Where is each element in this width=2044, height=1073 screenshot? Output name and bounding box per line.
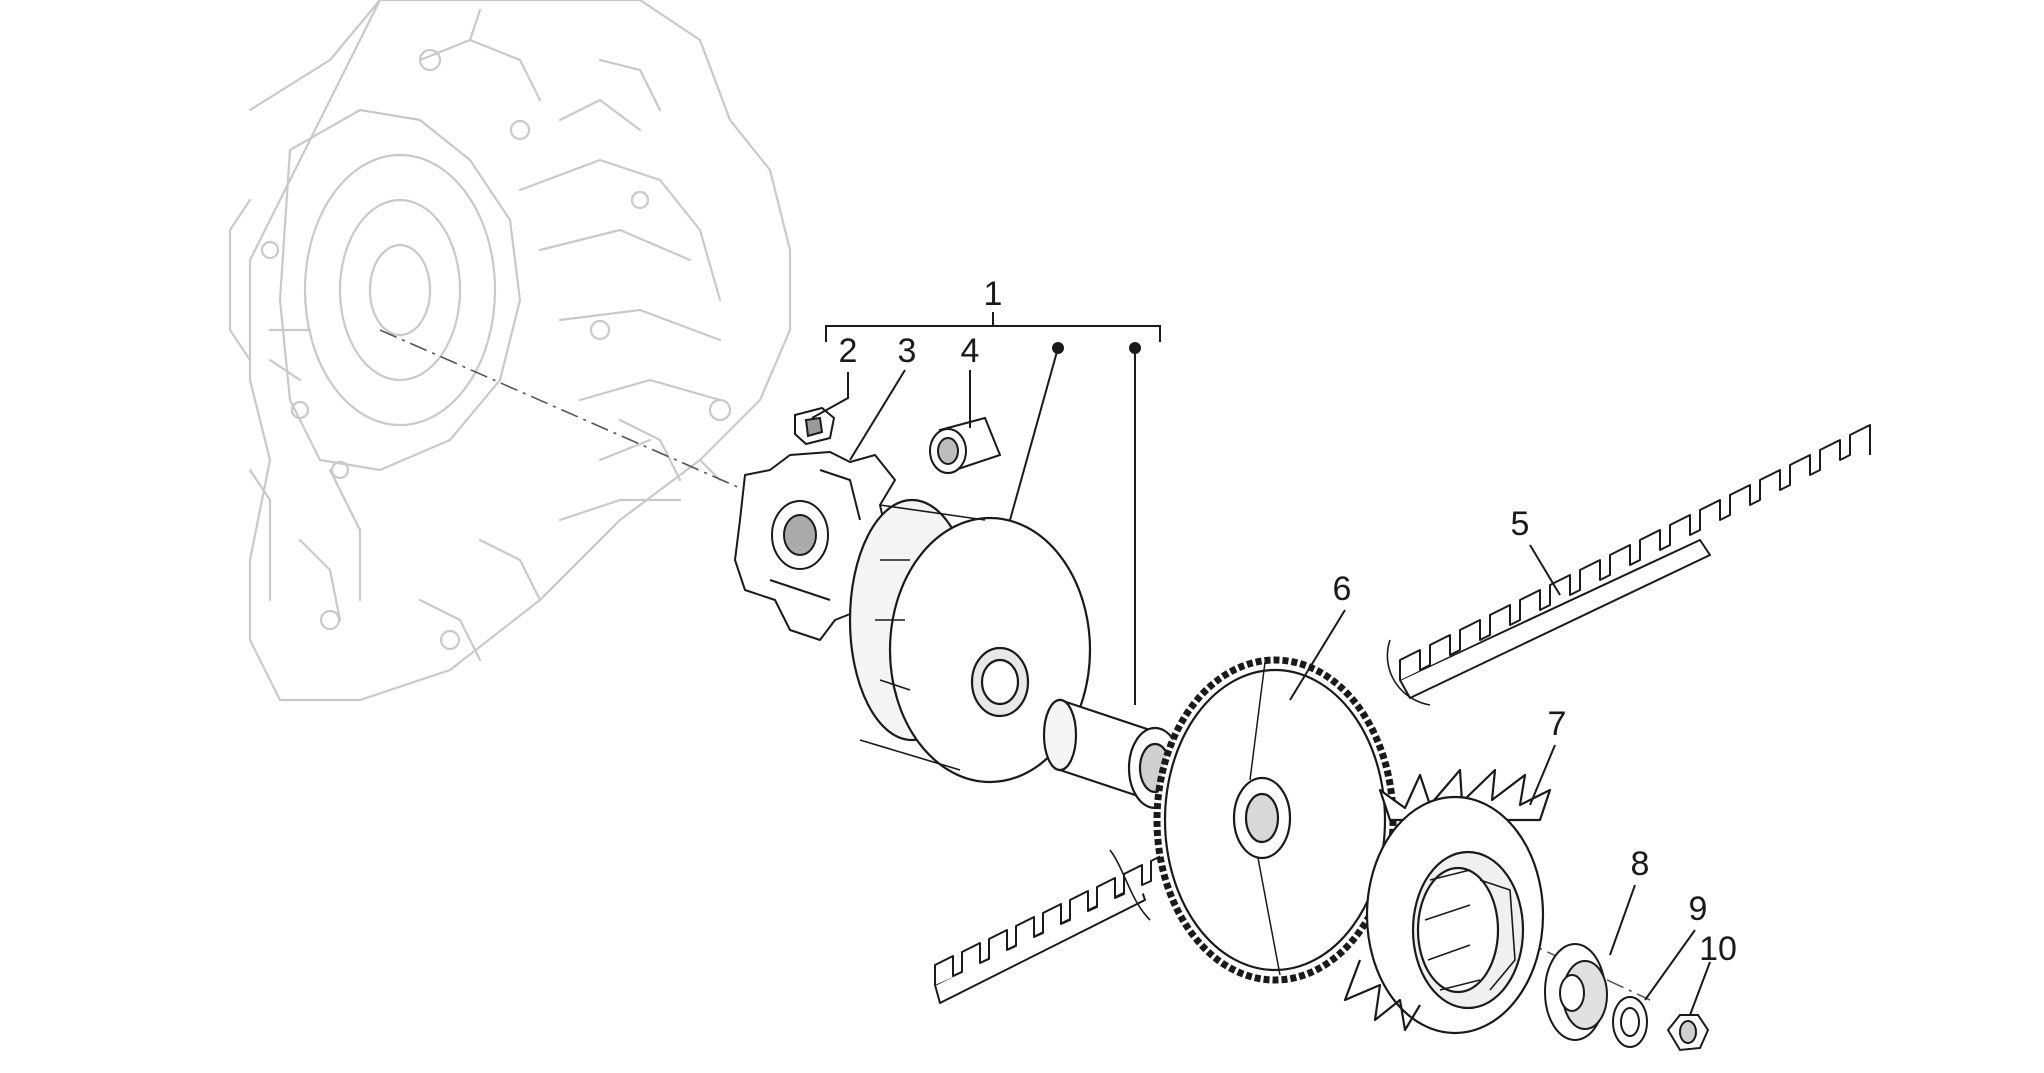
callout-2: 2 <box>839 332 858 370</box>
leader-lines <box>811 312 1711 1016</box>
callout-3: 3 <box>898 332 917 370</box>
callout-6: 6 <box>1333 570 1352 608</box>
callout-10: 10 <box>1699 930 1737 968</box>
part-9-washer <box>1612 996 1648 1048</box>
callout-8: 8 <box>1631 845 1650 883</box>
engine-case-ghost <box>228 0 792 702</box>
leader-dots <box>1052 342 1141 354</box>
callout-5: 5 <box>1511 505 1530 543</box>
part-6-ring-gear <box>1153 656 1397 984</box>
leader-dot <box>1129 342 1141 354</box>
callout-4: 4 <box>961 332 980 370</box>
part-sleeve <box>1042 698 1183 810</box>
part-2-clip <box>794 406 836 446</box>
part-7-fixed-pulley <box>1343 768 1552 1035</box>
leader-dot <box>1052 342 1064 354</box>
callout-7: 7 <box>1548 705 1567 743</box>
part-10-nut <box>1666 1014 1710 1052</box>
callout-labels: 1 2 3 4 5 6 7 8 9 10 <box>839 275 1737 968</box>
callout-9: 9 <box>1689 890 1708 928</box>
part-4-bushing <box>929 416 1002 474</box>
part-8-cap <box>1544 943 1608 1041</box>
callout-1: 1 <box>984 275 1003 313</box>
part-movable-pulley <box>848 498 1092 784</box>
part-lower-track <box>934 849 1170 1004</box>
part-5-upper-track <box>1386 424 1871 706</box>
